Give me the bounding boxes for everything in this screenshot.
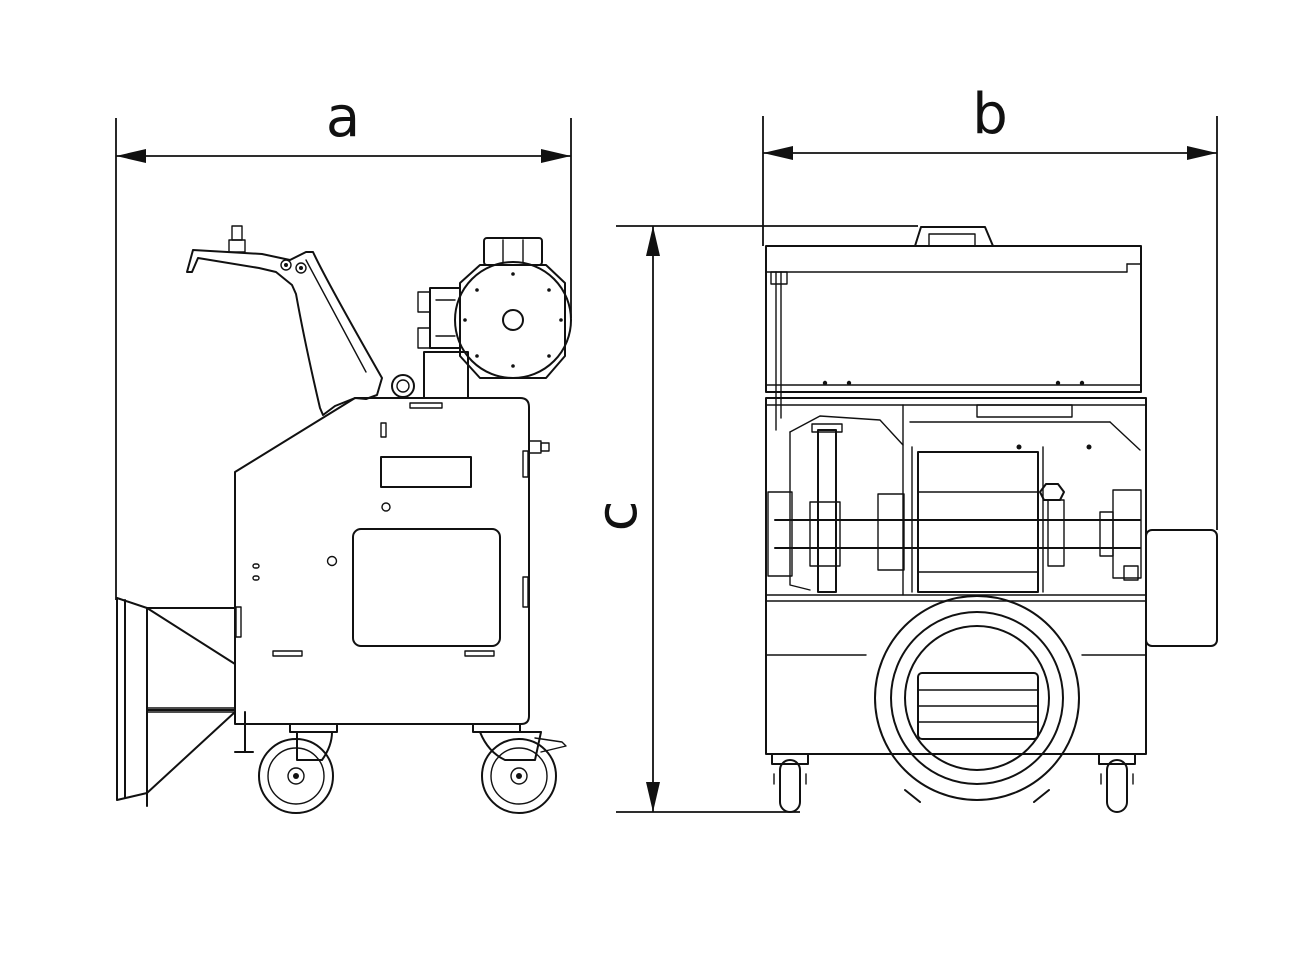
front-view xyxy=(765,226,1218,813)
front-vertical-shaft xyxy=(817,429,837,593)
front-left-caster xyxy=(771,753,809,813)
dimension-b: b xyxy=(762,82,1218,530)
side-label-plate xyxy=(380,456,472,488)
front-top-hood xyxy=(765,245,1142,393)
arrow-head xyxy=(116,149,146,163)
side-front-caster xyxy=(258,723,338,814)
side-bolt xyxy=(326,555,338,567)
side-bolt xyxy=(381,502,391,512)
arrow-head xyxy=(1187,146,1217,160)
front-top-handle xyxy=(914,226,994,247)
side-front-wheel xyxy=(258,738,334,814)
side-view xyxy=(116,225,572,814)
front-right-wheel xyxy=(1106,759,1128,813)
side-motor-drum xyxy=(454,261,572,379)
front-side-box xyxy=(1145,529,1218,647)
arrow-head xyxy=(541,149,571,163)
handle-grip xyxy=(231,225,243,241)
front-drum xyxy=(917,451,1039,593)
dimension-label-b: b xyxy=(972,82,1008,147)
side-cabinet-body xyxy=(234,397,530,725)
side-motor-base xyxy=(423,351,469,399)
arrow-head xyxy=(646,782,660,812)
side-front-panel xyxy=(146,607,236,711)
dimension-a: a xyxy=(115,85,572,600)
side-outlet-hood xyxy=(116,597,236,801)
side-fitting xyxy=(528,440,542,454)
front-right-bearing xyxy=(1112,489,1142,579)
front-left-wheel xyxy=(779,759,801,813)
side-handle xyxy=(186,249,383,416)
side-motor-cap xyxy=(483,237,543,266)
side-lifting-eye xyxy=(391,374,415,398)
side-motor-gearbox xyxy=(429,287,461,349)
side-slot xyxy=(380,422,387,438)
side-rear-caster xyxy=(472,723,567,814)
arrow-head xyxy=(646,226,660,256)
front-right-caster xyxy=(1098,753,1136,813)
arrow-head xyxy=(763,146,793,160)
side-rear-wheel xyxy=(481,738,557,814)
front-left-bearing xyxy=(767,491,793,577)
dimension-label-a: a xyxy=(326,85,360,150)
side-motor-housing xyxy=(459,264,566,379)
handle-knob xyxy=(280,259,292,271)
front-knob xyxy=(1039,483,1065,501)
front-fan-outlet xyxy=(874,595,1080,803)
handle-knob xyxy=(295,262,307,274)
dimension-label-c: c xyxy=(585,501,650,532)
dimension-c: c xyxy=(585,225,918,813)
side-access-door xyxy=(352,528,501,647)
